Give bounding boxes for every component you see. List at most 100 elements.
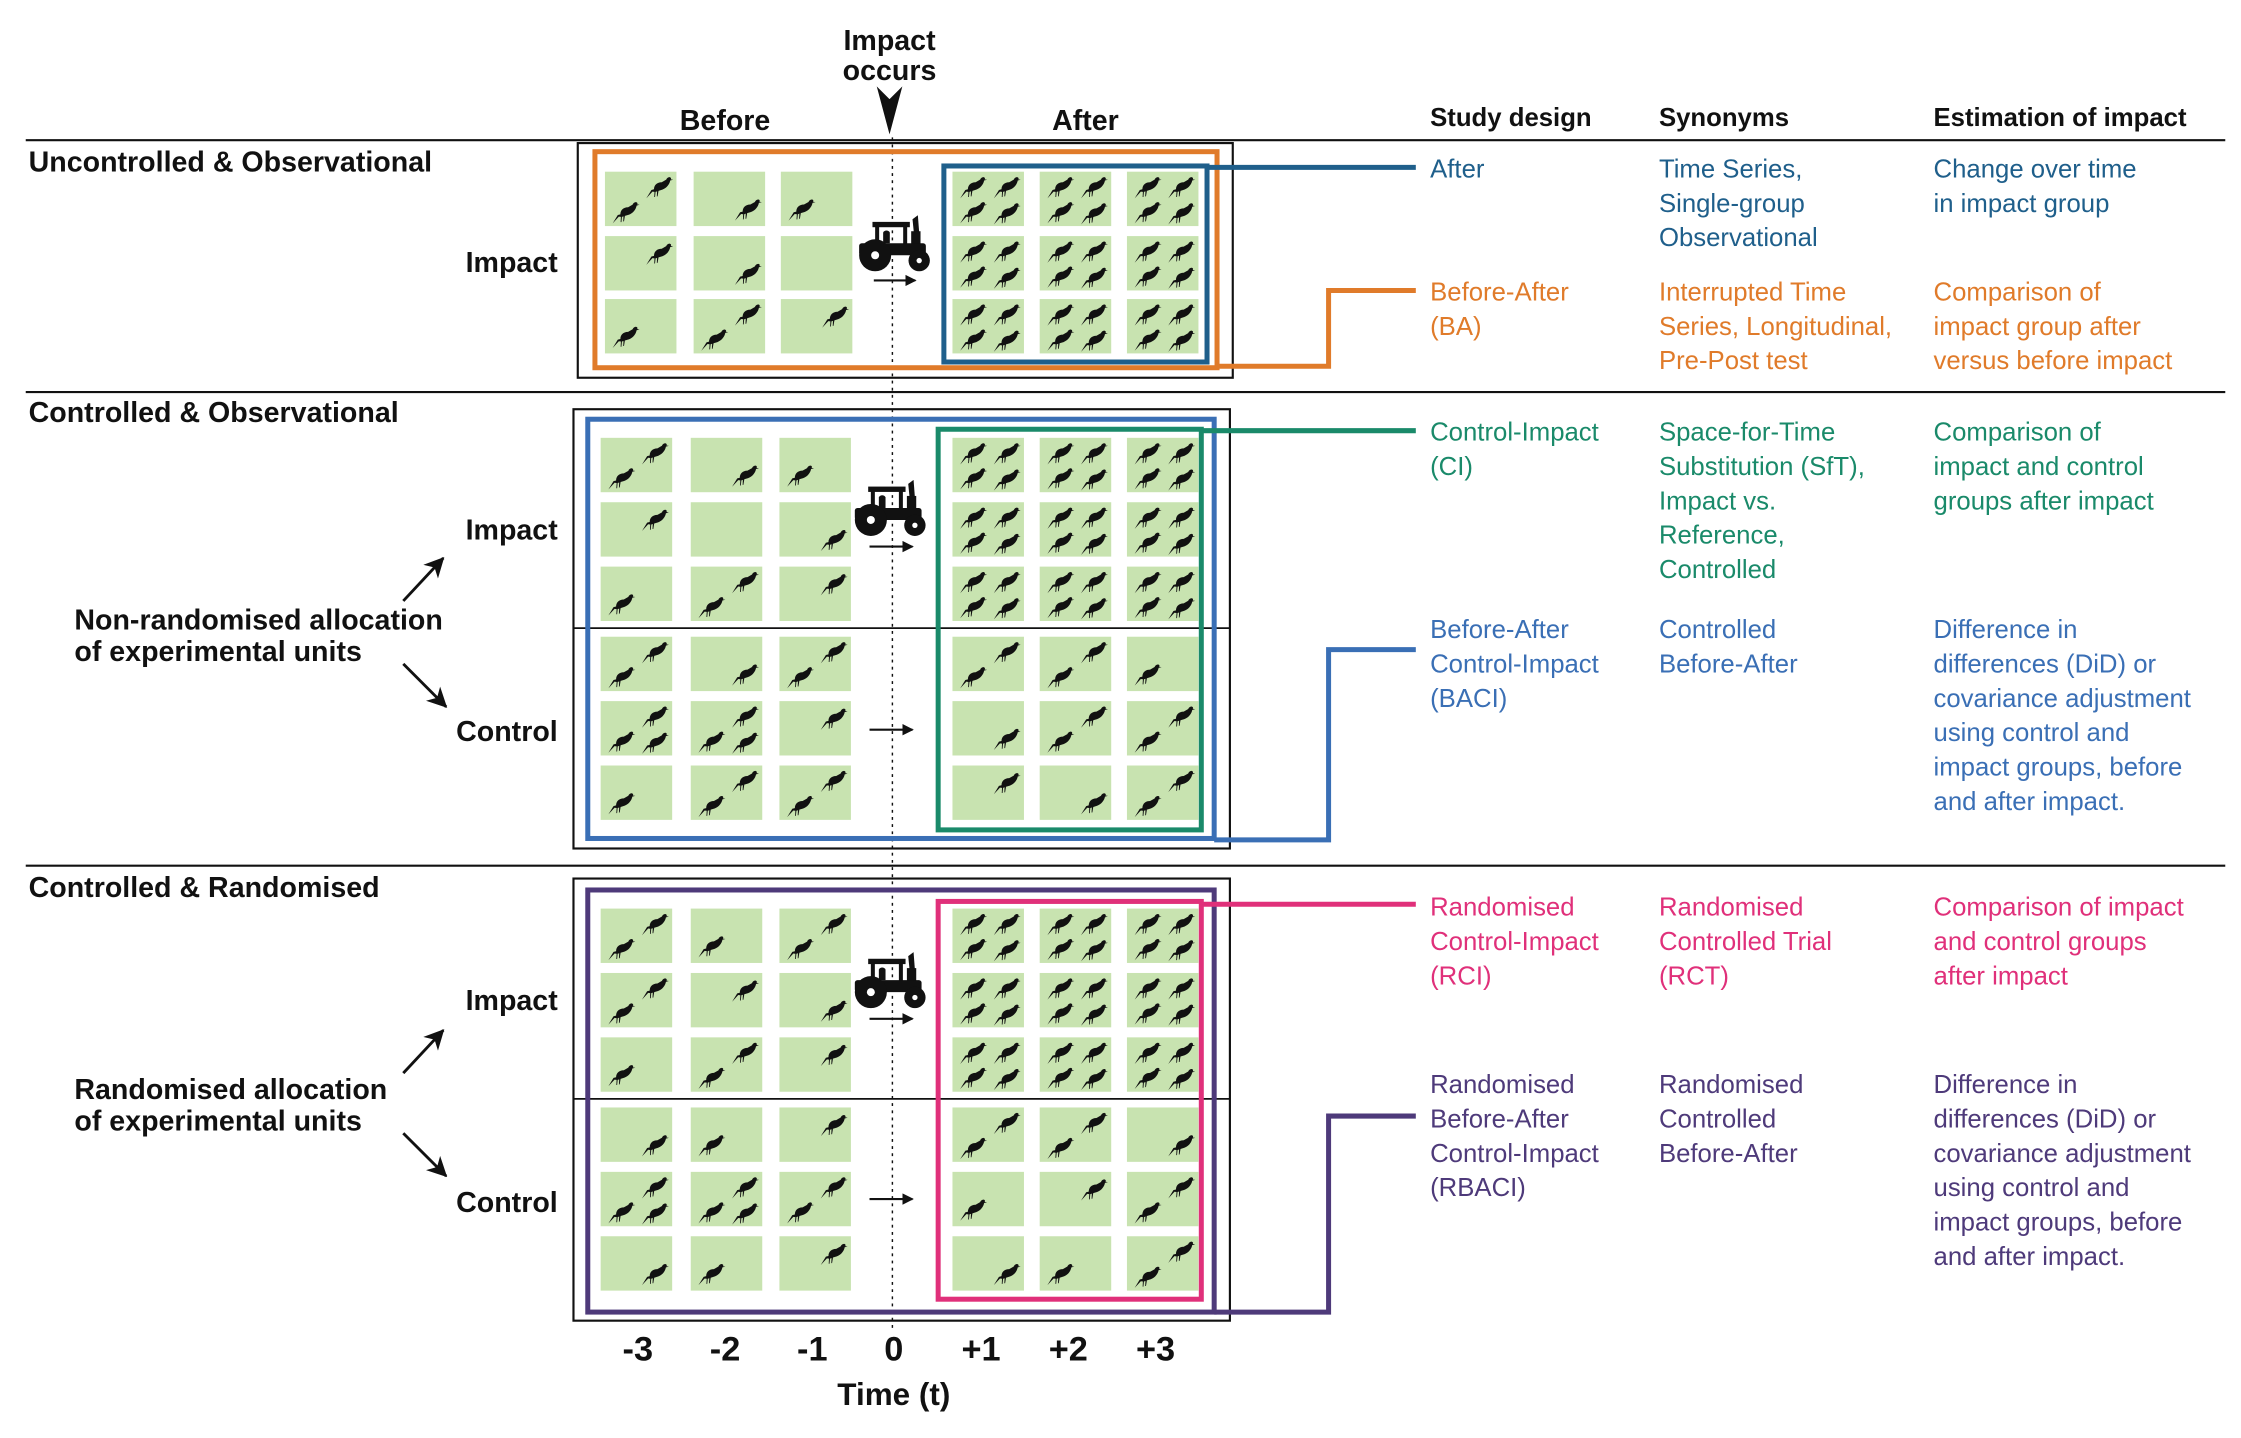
- section-title: Uncontrolled & Observational: [29, 147, 432, 179]
- field-plot: [952, 765, 1024, 820]
- rbaci-design-text: Before-After: [1430, 1106, 1569, 1134]
- rci-synonyms-text: (RCT): [1659, 962, 1729, 990]
- field-plot: [600, 972, 673, 1028]
- header: Impact occurs Before After Study design …: [680, 25, 2187, 137]
- rbaci-box: [585, 887, 1217, 1315]
- field-plot: [1126, 171, 1199, 227]
- rci-estimation-text: Comparison of impact: [1934, 894, 2184, 922]
- field-plot: [779, 636, 851, 692]
- field-plot: [1039, 765, 1112, 820]
- ba-estimation-text: versus before impact: [1934, 347, 2173, 375]
- field-plot: [1126, 765, 1199, 820]
- ci-synonyms-text: Reference,: [1659, 522, 1785, 550]
- field-plot: [600, 1171, 673, 1227]
- after-estimation-text: in impact group: [1934, 190, 2110, 218]
- row-label-impact: Impact: [466, 985, 559, 1017]
- field-plot: [952, 972, 1024, 1028]
- axis-tick-label: -3: [623, 1331, 654, 1369]
- impact-occurs-label: Impact: [843, 25, 936, 57]
- allocation-arrow-up: [402, 1029, 445, 1075]
- field-plot: [1039, 972, 1112, 1028]
- tractor-icon: [854, 952, 926, 1009]
- field-plot: [779, 502, 851, 557]
- field-plot: [1039, 171, 1112, 227]
- baci-estimation-text: and after impact.: [1934, 788, 2126, 816]
- ci-box: [935, 426, 1204, 833]
- field-plot: [690, 1037, 763, 1092]
- field-plot: [952, 636, 1024, 692]
- after-estimation-text: Change over time: [1934, 155, 2137, 183]
- baci-estimation-text: differences (DiD) or: [1934, 650, 2157, 678]
- axis-tick-label: +2: [1049, 1331, 1088, 1369]
- field-plot: [600, 1037, 673, 1092]
- rbaci-estimation-text: differences (DiD) or: [1934, 1106, 2157, 1134]
- rci-box: [935, 898, 1204, 1302]
- rbaci-synonyms-text: Randomised: [1659, 1071, 1803, 1099]
- rbaci-estimation-text: and after impact.: [1934, 1243, 2126, 1271]
- ci-synonyms-text: Substitution (SfT),: [1659, 453, 1865, 481]
- field-plot: [1039, 636, 1112, 692]
- ba-synonyms-text: Series, Longitudinal,: [1659, 313, 1892, 341]
- field-plot: [779, 765, 851, 820]
- rbaci-synonyms-text: Controlled: [1659, 1106, 1776, 1134]
- field-plot: [952, 1171, 1024, 1227]
- field-plot: [779, 437, 851, 493]
- field-plot: [690, 566, 763, 621]
- field-plot: [1126, 299, 1199, 354]
- field-plot: [780, 236, 853, 291]
- baci-estimation-text: using control and: [1934, 719, 2130, 747]
- rci-design-text: Control-Impact: [1430, 928, 1599, 956]
- row-label-control: Control: [456, 716, 558, 748]
- field-plot: [1126, 437, 1199, 493]
- baci-estimation-text: impact groups, before: [1934, 754, 2183, 782]
- field-plot: [1126, 1037, 1199, 1092]
- field-plot: [690, 765, 763, 820]
- after-label: After: [1052, 105, 1119, 137]
- field-plot: [1126, 701, 1199, 756]
- field-plot: [952, 171, 1024, 227]
- allocation-arrow-down: [402, 1132, 448, 1178]
- rci-estimation-text: after impact: [1934, 962, 2068, 990]
- field-plot: [1039, 1107, 1112, 1162]
- ci-estimation-text: groups after impact: [1934, 487, 2154, 515]
- allocation-arrow-up: [402, 556, 445, 602]
- baci-estimation-text: covariance adjustment: [1934, 685, 2191, 713]
- baci-box: [585, 416, 1217, 841]
- baci-design-text: Control-Impact: [1430, 650, 1599, 678]
- rbaci-design-text: (RBACI): [1430, 1174, 1526, 1202]
- impact-occurs-label-2: occurs: [843, 55, 937, 87]
- field-plot: [600, 1236, 673, 1291]
- axis-tick-label: -1: [797, 1331, 828, 1369]
- panel-frame: [576, 142, 1234, 379]
- axis-tick-label: 0: [884, 1331, 903, 1369]
- field-plot: [952, 1236, 1024, 1291]
- after-synonyms-text: Observational: [1659, 224, 1818, 252]
- ci-synonyms-text: Controlled: [1659, 556, 1776, 584]
- field-plot: [1039, 566, 1112, 621]
- field-plot: [1126, 972, 1199, 1028]
- field-plot: [1039, 437, 1112, 493]
- study-design-header: Study design: [1430, 104, 1592, 132]
- rbaci-estimation-text: impact groups, before: [1934, 1209, 2183, 1237]
- field-plot: [600, 636, 673, 692]
- ci-synonyms-text: Impact vs.: [1659, 487, 1776, 515]
- ci-estimation-text: Comparison of: [1934, 419, 2102, 447]
- field-plot: [779, 1236, 851, 1291]
- field-plot: [690, 701, 763, 756]
- field-plot: [604, 236, 677, 291]
- field-plot: [1126, 502, 1199, 557]
- rci-synonyms-text: Controlled Trial: [1659, 928, 1832, 956]
- after-synonyms-text: Single-group: [1659, 190, 1805, 218]
- field-plot: [1039, 236, 1112, 291]
- field-plot: [1126, 908, 1199, 963]
- field-plot: [690, 1236, 763, 1291]
- rbaci-synonyms-text: Before-After: [1659, 1140, 1798, 1168]
- field-plot: [779, 701, 851, 756]
- field-plot: [690, 437, 763, 493]
- field-plot: [779, 1037, 851, 1092]
- ba-estimation-text: impact group after: [1934, 313, 2142, 341]
- rbaci-design-text: Randomised: [1430, 1071, 1574, 1099]
- field-plot: [779, 566, 851, 621]
